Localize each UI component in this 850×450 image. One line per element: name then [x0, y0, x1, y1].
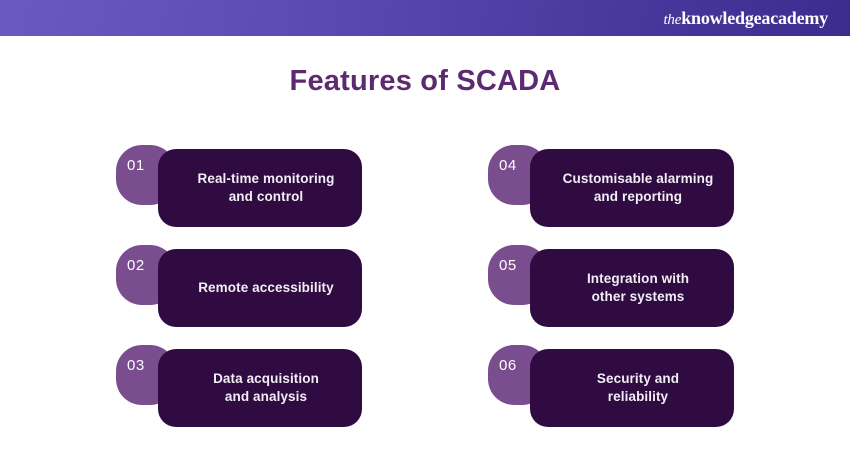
- feature-number-label: 02: [127, 257, 145, 274]
- feature-card-label: Integration with other systems: [586, 270, 690, 304]
- brand-logo: theknowledgeacademy: [663, 9, 828, 28]
- features-grid: 01 Real-time monitoring and control 02 R…: [0, 133, 850, 433]
- feature-card-label: Real-time monitoring and control: [197, 170, 335, 204]
- feature-number-label: 06: [499, 357, 517, 374]
- feature-item-05: 05 Integration with other systems: [488, 239, 738, 329]
- feature-card: Integration with other systems: [530, 249, 734, 327]
- feature-item-04: 04 Customisable alarming and reporting: [488, 139, 738, 229]
- feature-number-label: 05: [499, 257, 517, 274]
- feature-item-06: 06 Security and reliability: [488, 339, 738, 429]
- feature-card: Data acquisition and analysis: [158, 349, 362, 427]
- feature-card: Customisable alarming and reporting: [530, 149, 734, 227]
- feature-number-label: 04: [499, 157, 517, 174]
- feature-item-02: 02 Remote accessibility: [116, 239, 366, 329]
- feature-number-label: 03: [127, 357, 145, 374]
- feature-card: Remote accessibility: [158, 249, 362, 327]
- feature-item-01: 01 Real-time monitoring and control: [116, 139, 366, 229]
- feature-card-label: Security and reliability: [596, 370, 680, 404]
- header-bar: theknowledgeacademy: [0, 0, 850, 36]
- feature-card-label: Data acquisition and analysis: [213, 370, 319, 404]
- feature-card-label: Customisable alarming and reporting: [562, 170, 714, 204]
- page-title: Features of SCADA: [289, 65, 561, 97]
- feature-item-03: 03 Data acquisition and analysis: [116, 339, 366, 429]
- brand-logo-the: the: [663, 11, 682, 28]
- brand-logo-main: knowledgeacademy: [681, 7, 828, 28]
- feature-card-label: Remote accessibility: [198, 279, 334, 295]
- feature-number-label: 01: [127, 157, 145, 174]
- feature-card: Security and reliability: [530, 349, 734, 427]
- feature-card: Real-time monitoring and control: [158, 149, 362, 227]
